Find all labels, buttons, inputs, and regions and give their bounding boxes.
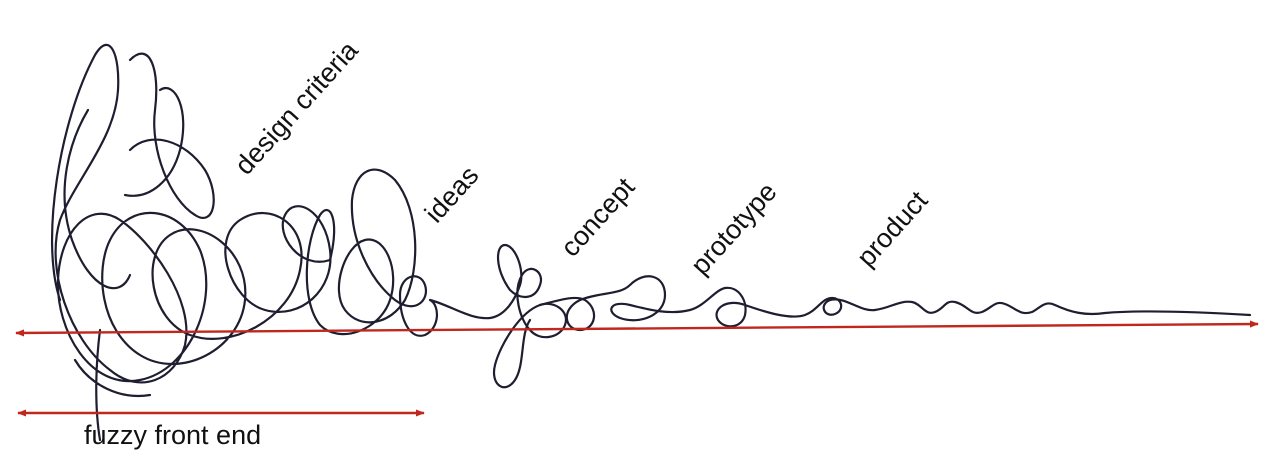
squiggle-concept-prototype-region (540, 276, 1250, 330)
process-timeline-arrow (16, 324, 1258, 333)
label-fuzzy-front-end: fuzzy front end (84, 420, 261, 451)
